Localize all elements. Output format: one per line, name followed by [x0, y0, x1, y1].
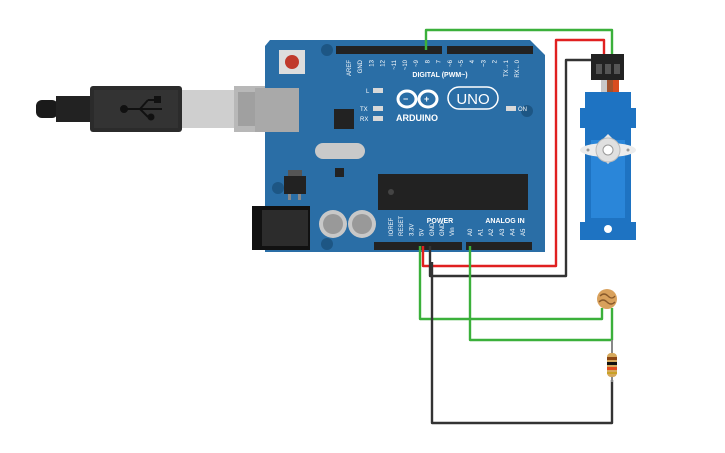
- pin-label: ~11: [392, 59, 398, 69]
- mount-hole: [321, 238, 333, 250]
- wire-servo-ground[interactable]: [428, 58, 596, 278]
- mount-hole: [521, 105, 533, 117]
- resistor[interactable]: [607, 340, 617, 382]
- led-l-label: L: [366, 89, 370, 95]
- led-rx: RX: [360, 116, 383, 123]
- digital-header[interactable]: [336, 46, 533, 54]
- led-on-label: ON: [518, 107, 527, 113]
- servo-horn[interactable]: [580, 134, 636, 164]
- led-tx: TX: [360, 106, 383, 113]
- pin-label: A1: [479, 228, 485, 236]
- usb-chip: [334, 109, 354, 129]
- pin-label: TX→1: [504, 59, 510, 77]
- crystal-oscillator: [315, 143, 365, 159]
- pin-label: A2: [489, 228, 495, 236]
- capacitor: [319, 210, 347, 238]
- brand-text: ARDUINO: [396, 113, 438, 123]
- pin-label: RESET: [399, 216, 405, 236]
- pin-label: ~5: [459, 59, 465, 67]
- pin-label: 13: [369, 59, 375, 66]
- power-header[interactable]: [374, 242, 462, 250]
- usb-icon: [120, 96, 162, 121]
- analog-header[interactable]: [466, 242, 532, 250]
- servo-connector: [591, 54, 624, 80]
- power-pin-labels: IOREF RESET 3.3V 5V GND GND Vin: [389, 216, 456, 236]
- pin-label: 5V: [420, 229, 426, 236]
- arduino-uno-board[interactable]: AREF GND 13 12 ~11 ~10 ~9 8 7 ~6 ~5 4 ~3 2 TX→1 RX←0 DI…: [252, 40, 545, 252]
- led-l: L: [366, 88, 383, 95]
- pin-label: A5: [521, 228, 527, 236]
- pin-label: 7: [437, 59, 443, 63]
- led-tx-label: TX: [360, 107, 368, 113]
- pin-label: 12: [381, 59, 387, 66]
- atmega-chip: [378, 174, 528, 210]
- voltage-regulator: [284, 170, 306, 200]
- pin-label: GND: [430, 222, 436, 236]
- wire-ldr-power[interactable]: [418, 246, 604, 321]
- pin-label: ~3: [481, 59, 487, 67]
- wire-servo-power[interactable]: [421, 38, 606, 268]
- model-text: UNO: [456, 91, 489, 108]
- pin-label: IOREF: [389, 217, 395, 236]
- svg-text:+: +: [424, 94, 429, 104]
- wire-servo-signal[interactable]: [424, 28, 614, 56]
- capacitor: [348, 210, 376, 238]
- power-jack[interactable]: [252, 206, 310, 250]
- pin-label: AREF: [347, 60, 353, 76]
- pin-label: 3.3V: [409, 224, 415, 236]
- led-rx-label: RX: [360, 117, 368, 123]
- pin-label: RX←0: [515, 59, 521, 77]
- digital-header-label: DIGITAL (PWM~): [412, 72, 467, 79]
- pin-label: A4: [510, 228, 516, 236]
- analog-pin-labels: A0 A1 A2 A3 A4 A5: [468, 228, 527, 236]
- led-on: ON: [506, 106, 527, 113]
- mount-hole: [321, 44, 333, 56]
- pin-label: GND: [358, 59, 364, 73]
- pin-label: GND: [440, 222, 446, 236]
- servo-motor[interactable]: [580, 54, 636, 240]
- analog-section-label: ANALOG IN: [485, 218, 524, 225]
- pin-label: 2: [493, 59, 499, 63]
- photoresistor[interactable]: [597, 289, 617, 309]
- pin-label: ~6: [448, 59, 454, 67]
- pin-label: ~9: [414, 59, 420, 67]
- mount-hole: [272, 182, 284, 194]
- arduino-logo: − + ARDUINO UNO: [396, 86, 499, 123]
- svg-text:−: −: [403, 94, 408, 104]
- pin-label: A3: [500, 228, 506, 236]
- pin-label: ~10: [403, 59, 409, 70]
- reset-button[interactable]: [279, 50, 305, 74]
- small-ic: [335, 168, 344, 177]
- pin-label: 4: [470, 59, 476, 63]
- pin-label: Vin: [450, 227, 456, 236]
- pin-label: 8: [425, 59, 431, 63]
- pin-label: A0: [468, 228, 474, 236]
- power-section-label: POWER: [427, 218, 453, 225]
- wires: [418, 28, 614, 425]
- wire-analog-input[interactable]: [468, 246, 614, 342]
- usb-port: [255, 88, 299, 132]
- digital-pin-labels: AREF GND 13 12 ~11 ~10 ~9 8 7 ~6 ~5 4 ~3 2 TX→1 RX←0: [347, 59, 521, 77]
- wire-resistor-ground[interactable]: [430, 262, 614, 425]
